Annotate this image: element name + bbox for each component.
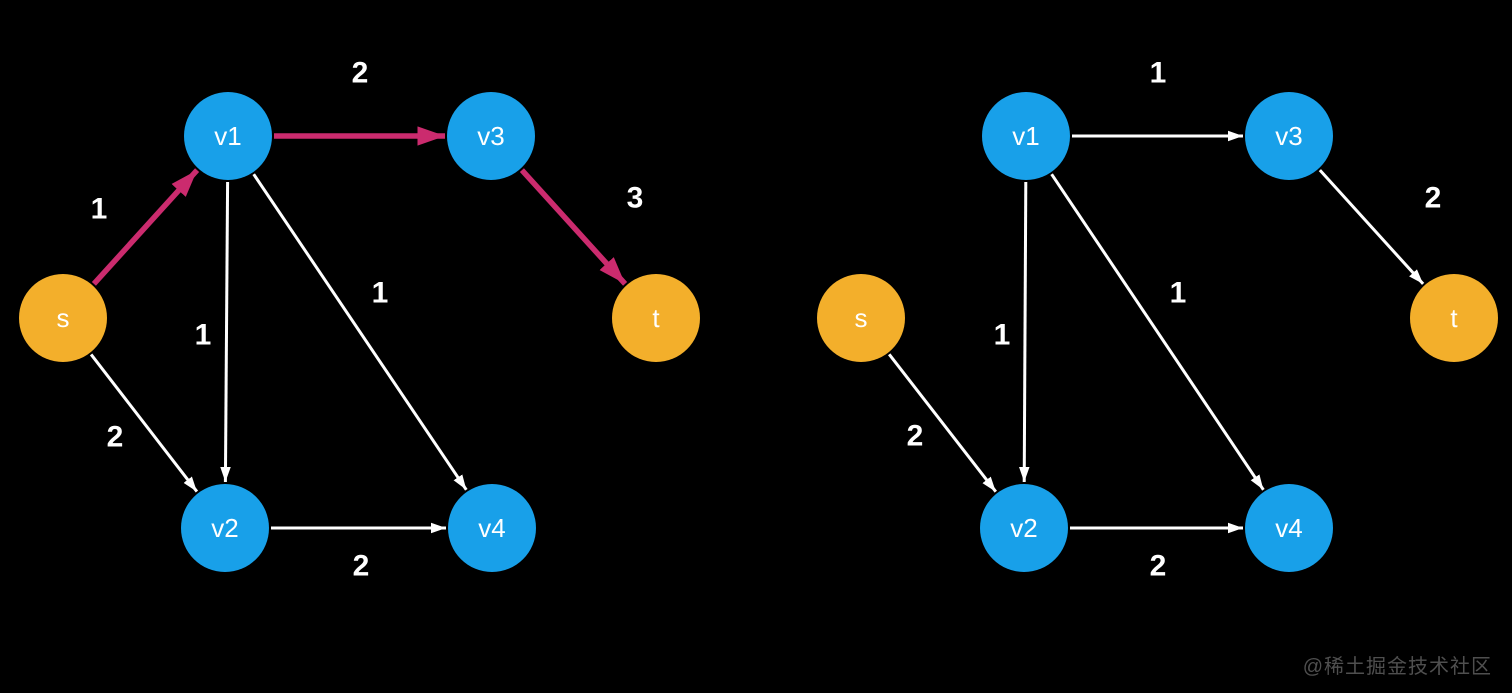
- edge-weight-left-v2-v4: 2: [353, 550, 370, 583]
- node-right-t: [1410, 274, 1498, 362]
- edge-left-s-v2: [89, 353, 199, 493]
- edge-weight-left-v3-t: 3: [627, 182, 644, 215]
- edge-left-v1-v4: [252, 173, 468, 491]
- node-label-left-v4: v4: [478, 513, 505, 543]
- edge-right-v1-v2: [1019, 181, 1030, 483]
- edge-weight-left-v1-v3: 2: [352, 57, 369, 90]
- node-right-s: [817, 274, 905, 362]
- edge-weight-right-s-v2: 2: [907, 420, 924, 453]
- edge-weight-right-v3-t: 2: [1425, 182, 1442, 215]
- node-left-v2: [181, 484, 269, 572]
- edge-left-v1-v2: [220, 181, 231, 483]
- node-left-v3: [447, 92, 535, 180]
- edge-right-s-v2: [888, 353, 997, 493]
- edge-weight-right-v2-v4: 2: [1150, 550, 1167, 583]
- node-label-right-s: s: [855, 303, 868, 333]
- graph-right: 1 2 2 1 1 2 s v1 v3 t v2 v4: [817, 57, 1498, 583]
- node-label-left-s: s: [57, 303, 70, 333]
- node-right-v1: [982, 92, 1070, 180]
- node-label-right-t: t: [1450, 303, 1458, 333]
- node-label-left-t: t: [652, 303, 660, 333]
- node-label-right-v1: v1: [1012, 121, 1039, 151]
- node-label-right-v3: v3: [1275, 121, 1302, 151]
- node-right-v3: [1245, 92, 1333, 180]
- node-left-v4: [448, 484, 536, 572]
- node-label-left-v3: v3: [477, 121, 504, 151]
- node-left-s: [19, 274, 107, 362]
- node-right-v2: [980, 484, 1068, 572]
- edge-weight-left-v1-v2: 1: [195, 319, 212, 352]
- edge-weight-left-s-v1: 1: [91, 193, 108, 226]
- node-label-right-v2: v2: [1010, 513, 1037, 543]
- node-left-v1: [184, 92, 272, 180]
- edge-weight-right-v1-v3: 1: [1150, 57, 1167, 90]
- edge-weight-right-v1-v2: 1: [994, 319, 1011, 352]
- node-left-t: [612, 274, 700, 362]
- edge-right-v1-v4: [1050, 173, 1265, 491]
- node-label-left-v1: v1: [214, 121, 241, 151]
- edge-right-v3-t: [1318, 169, 1425, 285]
- node-label-left-v2: v2: [211, 513, 238, 543]
- edge-left-v3-t: [519, 168, 628, 286]
- graph-left: 1 2 3 2 1 1 2 s v1 v3 t v2 v4: [19, 57, 700, 583]
- watermark: @稀土掘金技术社区: [1302, 656, 1492, 678]
- node-right-v4: [1245, 484, 1333, 572]
- node-label-right-v4: v4: [1275, 513, 1302, 543]
- edge-weight-left-s-v2: 2: [107, 421, 124, 454]
- edge-left-s-v1: [91, 168, 200, 286]
- edge-weight-left-v1-v4: 1: [372, 277, 389, 310]
- edge-weight-right-v1-v4: 1: [1170, 277, 1187, 310]
